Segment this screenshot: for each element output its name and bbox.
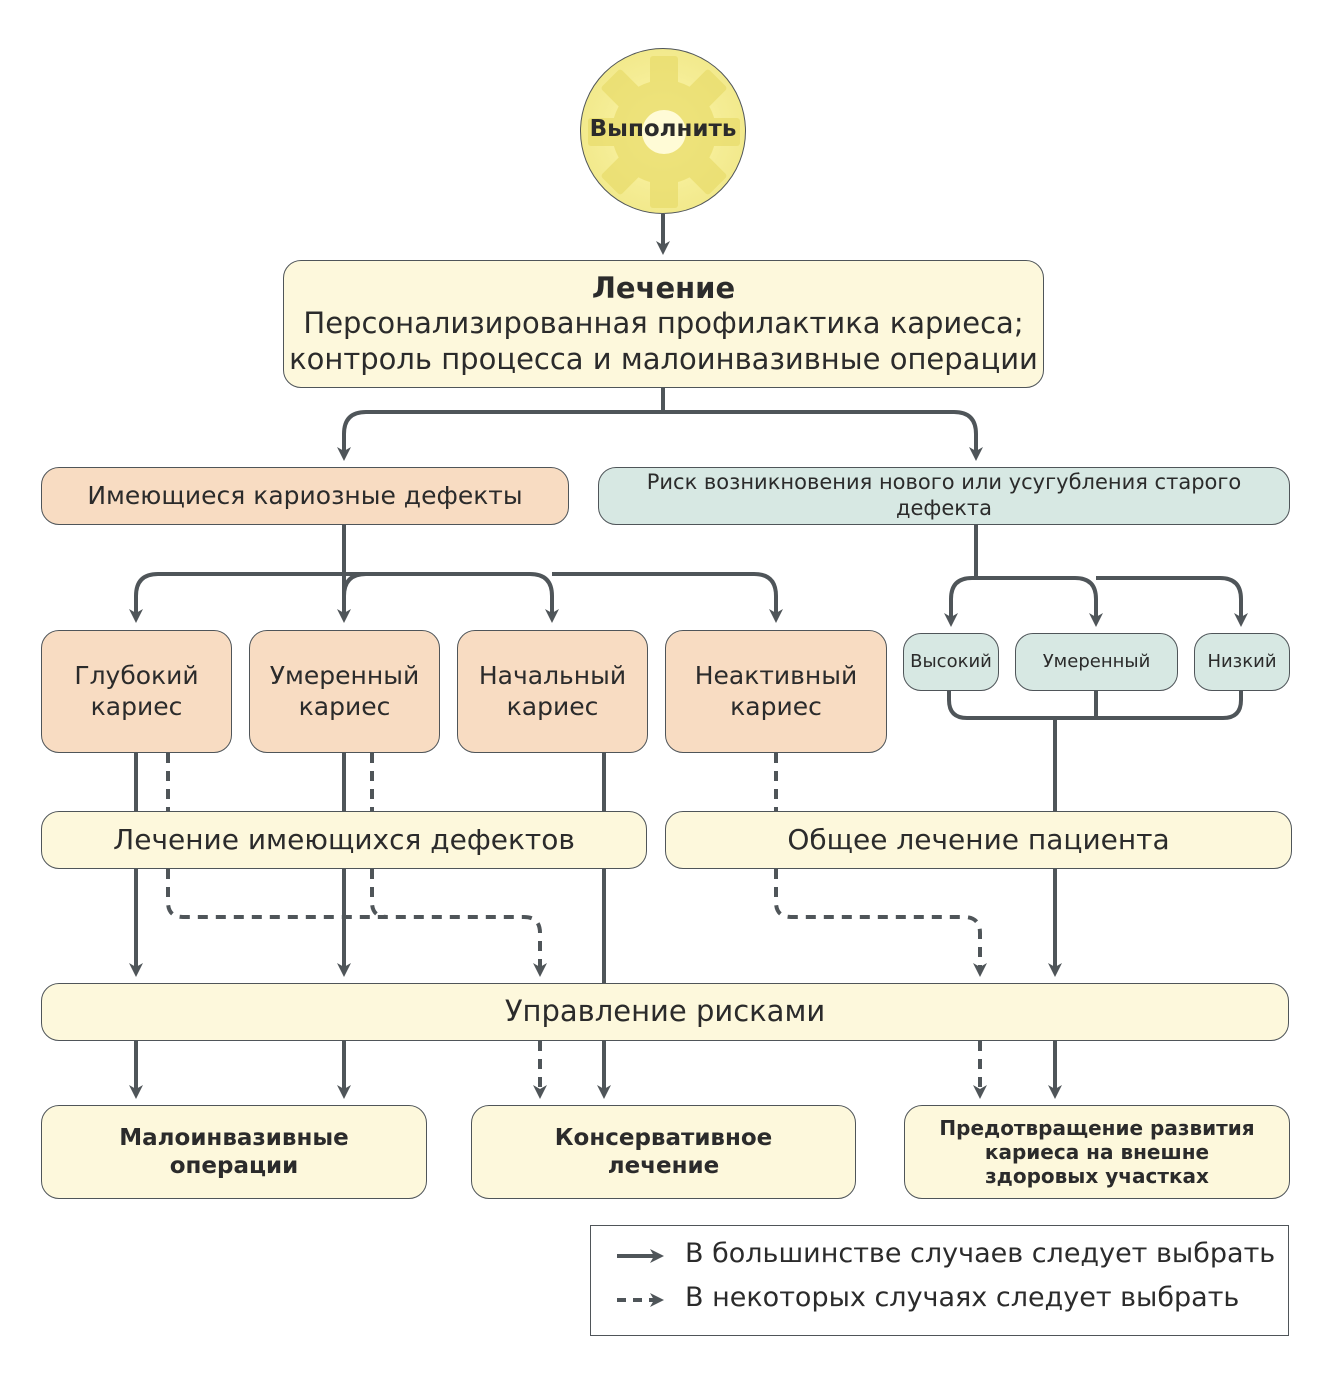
minimally-invasive-line-2: операции [169,1153,299,1179]
arrow-to-risk-mid [976,576,1103,627]
gear-icon [588,56,740,208]
treatment-title: Лечение [591,270,736,305]
legend-dashed-label: В некоторых случаях следует выбрать [685,1282,1240,1313]
dash-inactive-to-prev [774,869,987,977]
moderate-caries-line-1: Умеренный [269,661,420,690]
risk-moderate-label: Умеренный [1042,651,1151,673]
arrow-to-risk [663,410,983,461]
start-label: Выполнить [589,116,737,142]
risk-management-box: Управление рисками [41,983,1289,1041]
inactive-caries-line-2: кариес [730,691,822,721]
moderate-caries-line-2: кариес [298,691,391,721]
conservative-line-1: Консервативное [554,1124,773,1151]
start-node: Выполнить [580,48,746,214]
initial-caries-box: Начальный кариес [457,630,648,753]
risk-moderate-box: Умеренный [1015,633,1178,691]
initial-caries-line-2: кариес [506,691,599,721]
conservative-treatment-box: Консервативное лечение [471,1105,856,1199]
risk-management-label: Управление рисками [504,994,826,1029]
risk-label: Риск возникновения нового или усугублени… [646,470,1242,520]
treatment-line-1: Персонализированная профилактика кариеса… [303,306,1024,341]
existing-defects-label: Имеющиеся кариозные дефекты [87,480,523,510]
treat-defects-label: Лечение имеющихся дефектов [113,822,575,856]
arrow-to-risk-low [1096,576,1248,627]
arrow-to-moderate-curve [342,572,367,597]
moderate-caries-box: Умеренный кариес [249,630,440,753]
inactive-caries-line-1: Неактивный [694,661,858,690]
deep-caries-box: Глубокий кариес [41,630,232,753]
dash-moderate-to-cons [370,869,388,919]
minimally-invasive-box: Малоинвазивные операции [41,1105,427,1199]
initial-caries-line-1: Начальный [478,661,627,690]
risk-low-label: Низкий [1207,651,1277,673]
legend-arrows [617,1249,664,1307]
minimally-invasive-line-1: Малоинвазивные [119,1124,349,1151]
arrow-to-deep [129,572,344,623]
general-treatment-box: Общее лечение пациента [665,811,1292,869]
arrow-to-inactive [552,572,783,623]
treatment-line-2: контроль процесса и малоинвазивные опера… [289,341,1038,376]
arrow-to-defects [337,410,663,461]
risk-high-box: Высокий [903,633,999,691]
prevention-line-3: здоровых участках [985,1164,1209,1188]
conservative-line-2: лечение [607,1153,720,1179]
prevention-box: Предотвращение развития кариеса на внешн… [904,1105,1290,1199]
arrow-to-initial [344,572,559,623]
risk-box: Риск возникновения нового или усугублени… [598,467,1290,525]
treat-defects-box: Лечение имеющихся дефектов [41,811,647,869]
risk-low-box: Низкий [1194,633,1290,691]
general-treatment-label: Общее лечение пациента [787,822,1170,856]
legend: В большинстве случаев следует выбрать В … [590,1225,1289,1336]
prevention-line-2: кариеса на внешне [984,1140,1210,1164]
deep-caries-line-2: кариес [90,691,183,721]
treatment-box: Лечение Персонализированная профилактика… [283,260,1044,388]
arrow-to-risk-high [944,576,976,627]
inactive-caries-box: Неактивный кариес [665,630,887,753]
deep-caries-line-1: Глубокий [74,661,199,690]
prevention-line-1: Предотвращение развития [939,1116,1255,1140]
legend-solid-label: В большинстве случаев следует выбрать [685,1238,1276,1269]
existing-defects-box: Имеющиеся кариозные дефекты [41,467,569,525]
risk-high-label: Высокий [910,651,992,673]
dash-deep-to-cons [166,869,547,977]
